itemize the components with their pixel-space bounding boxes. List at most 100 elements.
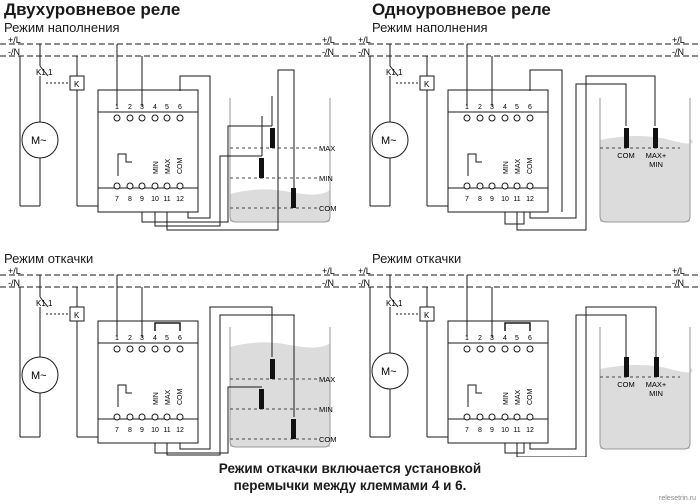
terminal-6: 6 (178, 335, 182, 342)
coil-label: K (424, 80, 430, 89)
tank (229, 98, 331, 223)
relay-min-label: MIN (153, 161, 160, 174)
terminal-2: 2 (128, 335, 132, 342)
terminal-8: 8 (478, 427, 482, 434)
terminal-8: 8 (128, 427, 132, 434)
terminal-11: 11 (513, 427, 520, 434)
terminal-10: 10 (151, 427, 159, 434)
rail-l-left: +/L (358, 36, 371, 45)
terminal-1: 1 (465, 335, 469, 342)
probe-com (624, 128, 629, 148)
terminal-4: 4 (503, 104, 507, 111)
schematic-one-level-fill (350, 43, 700, 231)
relay-min-label: MIN (503, 392, 510, 405)
terminal-4: 4 (503, 335, 507, 342)
relay-com-label: COM (527, 158, 534, 175)
terminal-5: 5 (165, 335, 169, 342)
panel-one-level-fill: +/L -/N +/L -/N K1.1 K M~ 1 2 3 4 5 6 7 … (350, 36, 700, 231)
contact-label: K1.1 (36, 299, 53, 308)
terminal-7: 7 (465, 427, 469, 434)
rail-l-left: +/L (8, 267, 21, 276)
relay-com-label: COM (527, 389, 534, 406)
terminal-3: 3 (490, 335, 494, 342)
relay-body (97, 89, 199, 213)
relay-min-label: MIN (503, 161, 510, 174)
jumper-4-6 (504, 322, 531, 331)
terminal-12: 12 (176, 427, 184, 434)
header-one-level: Одноуровневое реле (372, 0, 551, 19)
terminal-9: 9 (490, 427, 494, 434)
panel-two-level-drain: +/L -/N +/L -/N K1.1 K M~ 1 2 3 4 5 6 7 … (0, 267, 350, 456)
rail-l-right: +/L (322, 36, 335, 45)
rail-n-right: -/N (322, 47, 334, 57)
probe-com (291, 188, 296, 208)
terminal-9: 9 (140, 196, 144, 203)
rail-n-right: -/N (672, 278, 684, 288)
coil-label: K (74, 311, 80, 320)
terminal-12: 12 (526, 196, 534, 203)
level-max-label: MAX (319, 375, 335, 384)
schematic-one-level-drain (350, 274, 700, 457)
terminal-2: 2 (478, 104, 482, 111)
relay-body (447, 320, 549, 444)
level-max-label: MAX (319, 144, 335, 153)
level-com-label: COM (319, 435, 337, 444)
terminal-10: 10 (501, 427, 509, 434)
terminal-3: 3 (140, 104, 144, 111)
probe-com (291, 419, 296, 439)
rail-n-left: -/N (8, 278, 20, 288)
terminal-6: 6 (528, 104, 532, 111)
footnote-line-2: перемычки между клеммами 4 и 6. (233, 478, 467, 493)
terminal-11: 11 (163, 427, 170, 434)
terminal-1: 1 (465, 104, 469, 111)
rail-l-right: +/L (672, 267, 685, 276)
footnote: Режим откачки включается установкой пере… (0, 460, 700, 494)
terminal-8: 8 (128, 196, 132, 203)
terminal-6: 6 (528, 335, 532, 342)
terminal-9: 9 (490, 196, 494, 203)
coil-label: K (74, 80, 80, 89)
rail-l-right: +/L (322, 267, 335, 276)
level-min-label: MIN (319, 174, 333, 183)
relay-max-label: MAX (515, 159, 522, 175)
terminal-11: 11 (513, 196, 520, 203)
terminal-8: 8 (478, 196, 482, 203)
motor-label: M~ (31, 370, 47, 382)
probe-maxmin-label-1: MAX+ (646, 151, 667, 160)
mode-label-fill-one-level: Режим наполнения (372, 20, 488, 35)
rail-l-right: +/L (672, 36, 685, 45)
probe-maxmin (653, 128, 658, 148)
watermark: relesetrin.ru (659, 495, 696, 502)
terminal-4: 4 (153, 104, 157, 111)
terminal-7: 7 (115, 427, 119, 434)
tank (599, 327, 691, 450)
terminal-5: 5 (165, 104, 169, 111)
terminal-12: 12 (526, 427, 534, 434)
mode-label-drain-one-level: Режим откачки (372, 251, 462, 266)
terminal-5: 5 (515, 104, 519, 111)
terminal-10: 10 (501, 196, 509, 203)
terminal-3: 3 (490, 104, 494, 111)
terminal-12: 12 (176, 196, 184, 203)
mode-label-fill-two-level: Режим наполнения (4, 20, 120, 35)
terminal-5: 5 (515, 335, 519, 342)
contact-label: K1.1 (36, 68, 53, 77)
footnote-line-1: Режим откачки включается установкой (218, 461, 482, 476)
water-fill (230, 189, 330, 222)
probe-com-label: COM (617, 380, 635, 389)
coil-label: K (424, 311, 430, 320)
probe-maxmin-label-1: MAX+ (646, 380, 667, 389)
motor-label: M~ (381, 366, 397, 378)
level-min-label: MIN (319, 405, 333, 414)
terminal-3: 3 (140, 335, 144, 342)
mode-label-drain-two-level: Режим откачки (4, 251, 94, 266)
relay-body (97, 320, 199, 444)
terminal-2: 2 (128, 104, 132, 111)
rail-n-left: -/N (8, 47, 20, 57)
contact-label: K1.1 (386, 68, 403, 77)
relay-com-label: COM (177, 158, 184, 175)
rail-n-right: -/N (672, 47, 684, 57)
probe-max (270, 359, 275, 379)
relay-com-label: COM (177, 389, 184, 406)
terminal-10: 10 (151, 196, 159, 203)
